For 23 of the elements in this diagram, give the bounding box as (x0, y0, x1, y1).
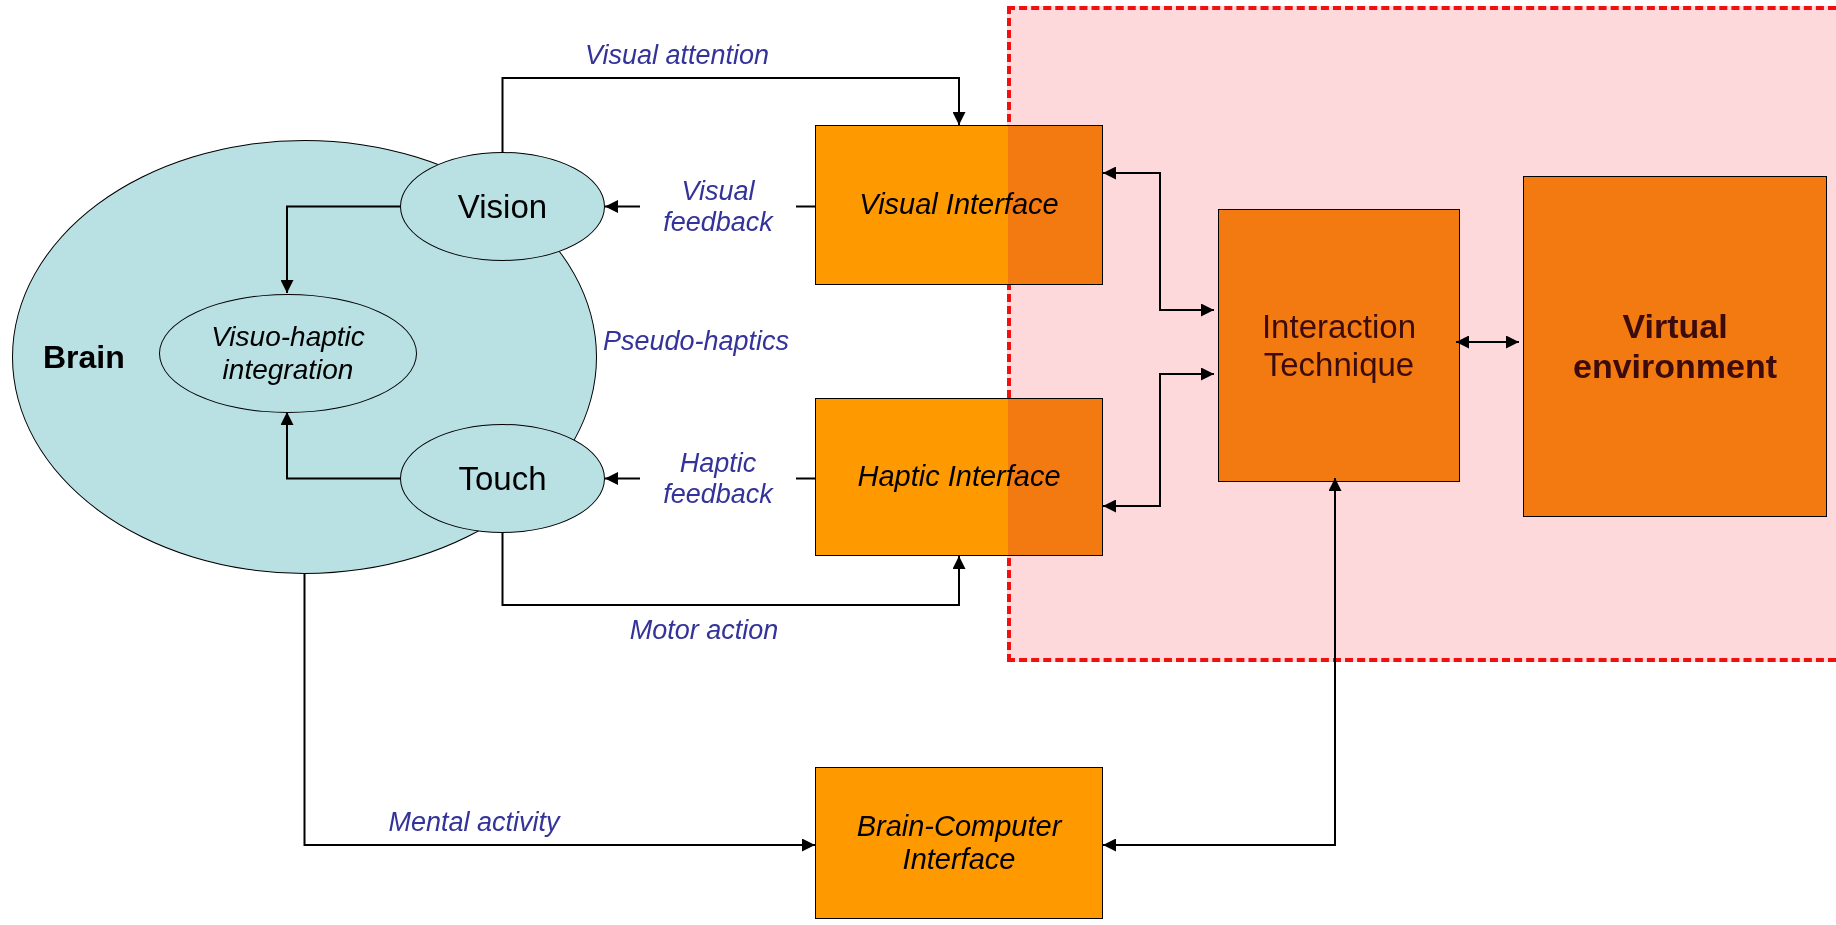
interface-box (815, 125, 1103, 285)
brain-label: Brain (42, 338, 126, 376)
node-label: Virtual environment (1571, 307, 1778, 386)
arrow (1455, 335, 1520, 349)
arrow (1102, 477, 1342, 852)
arrow (501, 77, 966, 153)
node-label: Haptic Interface (856, 460, 1062, 494)
annotation-label: Pseudo-haptics (603, 326, 790, 357)
node-label: Visual Interface (858, 188, 1060, 222)
interface-box (815, 767, 1103, 919)
node-label: Visuo-haptic integration (210, 321, 366, 386)
node-label: Brain-Computer Interface (855, 809, 1064, 877)
node-label: Vision (456, 187, 549, 226)
arrow (303, 573, 816, 852)
arrow (1102, 367, 1215, 513)
node-label: Touch (457, 459, 548, 498)
arrow (280, 205, 401, 294)
interface-box (815, 398, 1103, 556)
process-box (1218, 209, 1460, 482)
process-box (1523, 176, 1827, 517)
arrow (280, 411, 401, 480)
arrow (1102, 166, 1215, 317)
node-label: Interaction Technique (1260, 307, 1418, 384)
